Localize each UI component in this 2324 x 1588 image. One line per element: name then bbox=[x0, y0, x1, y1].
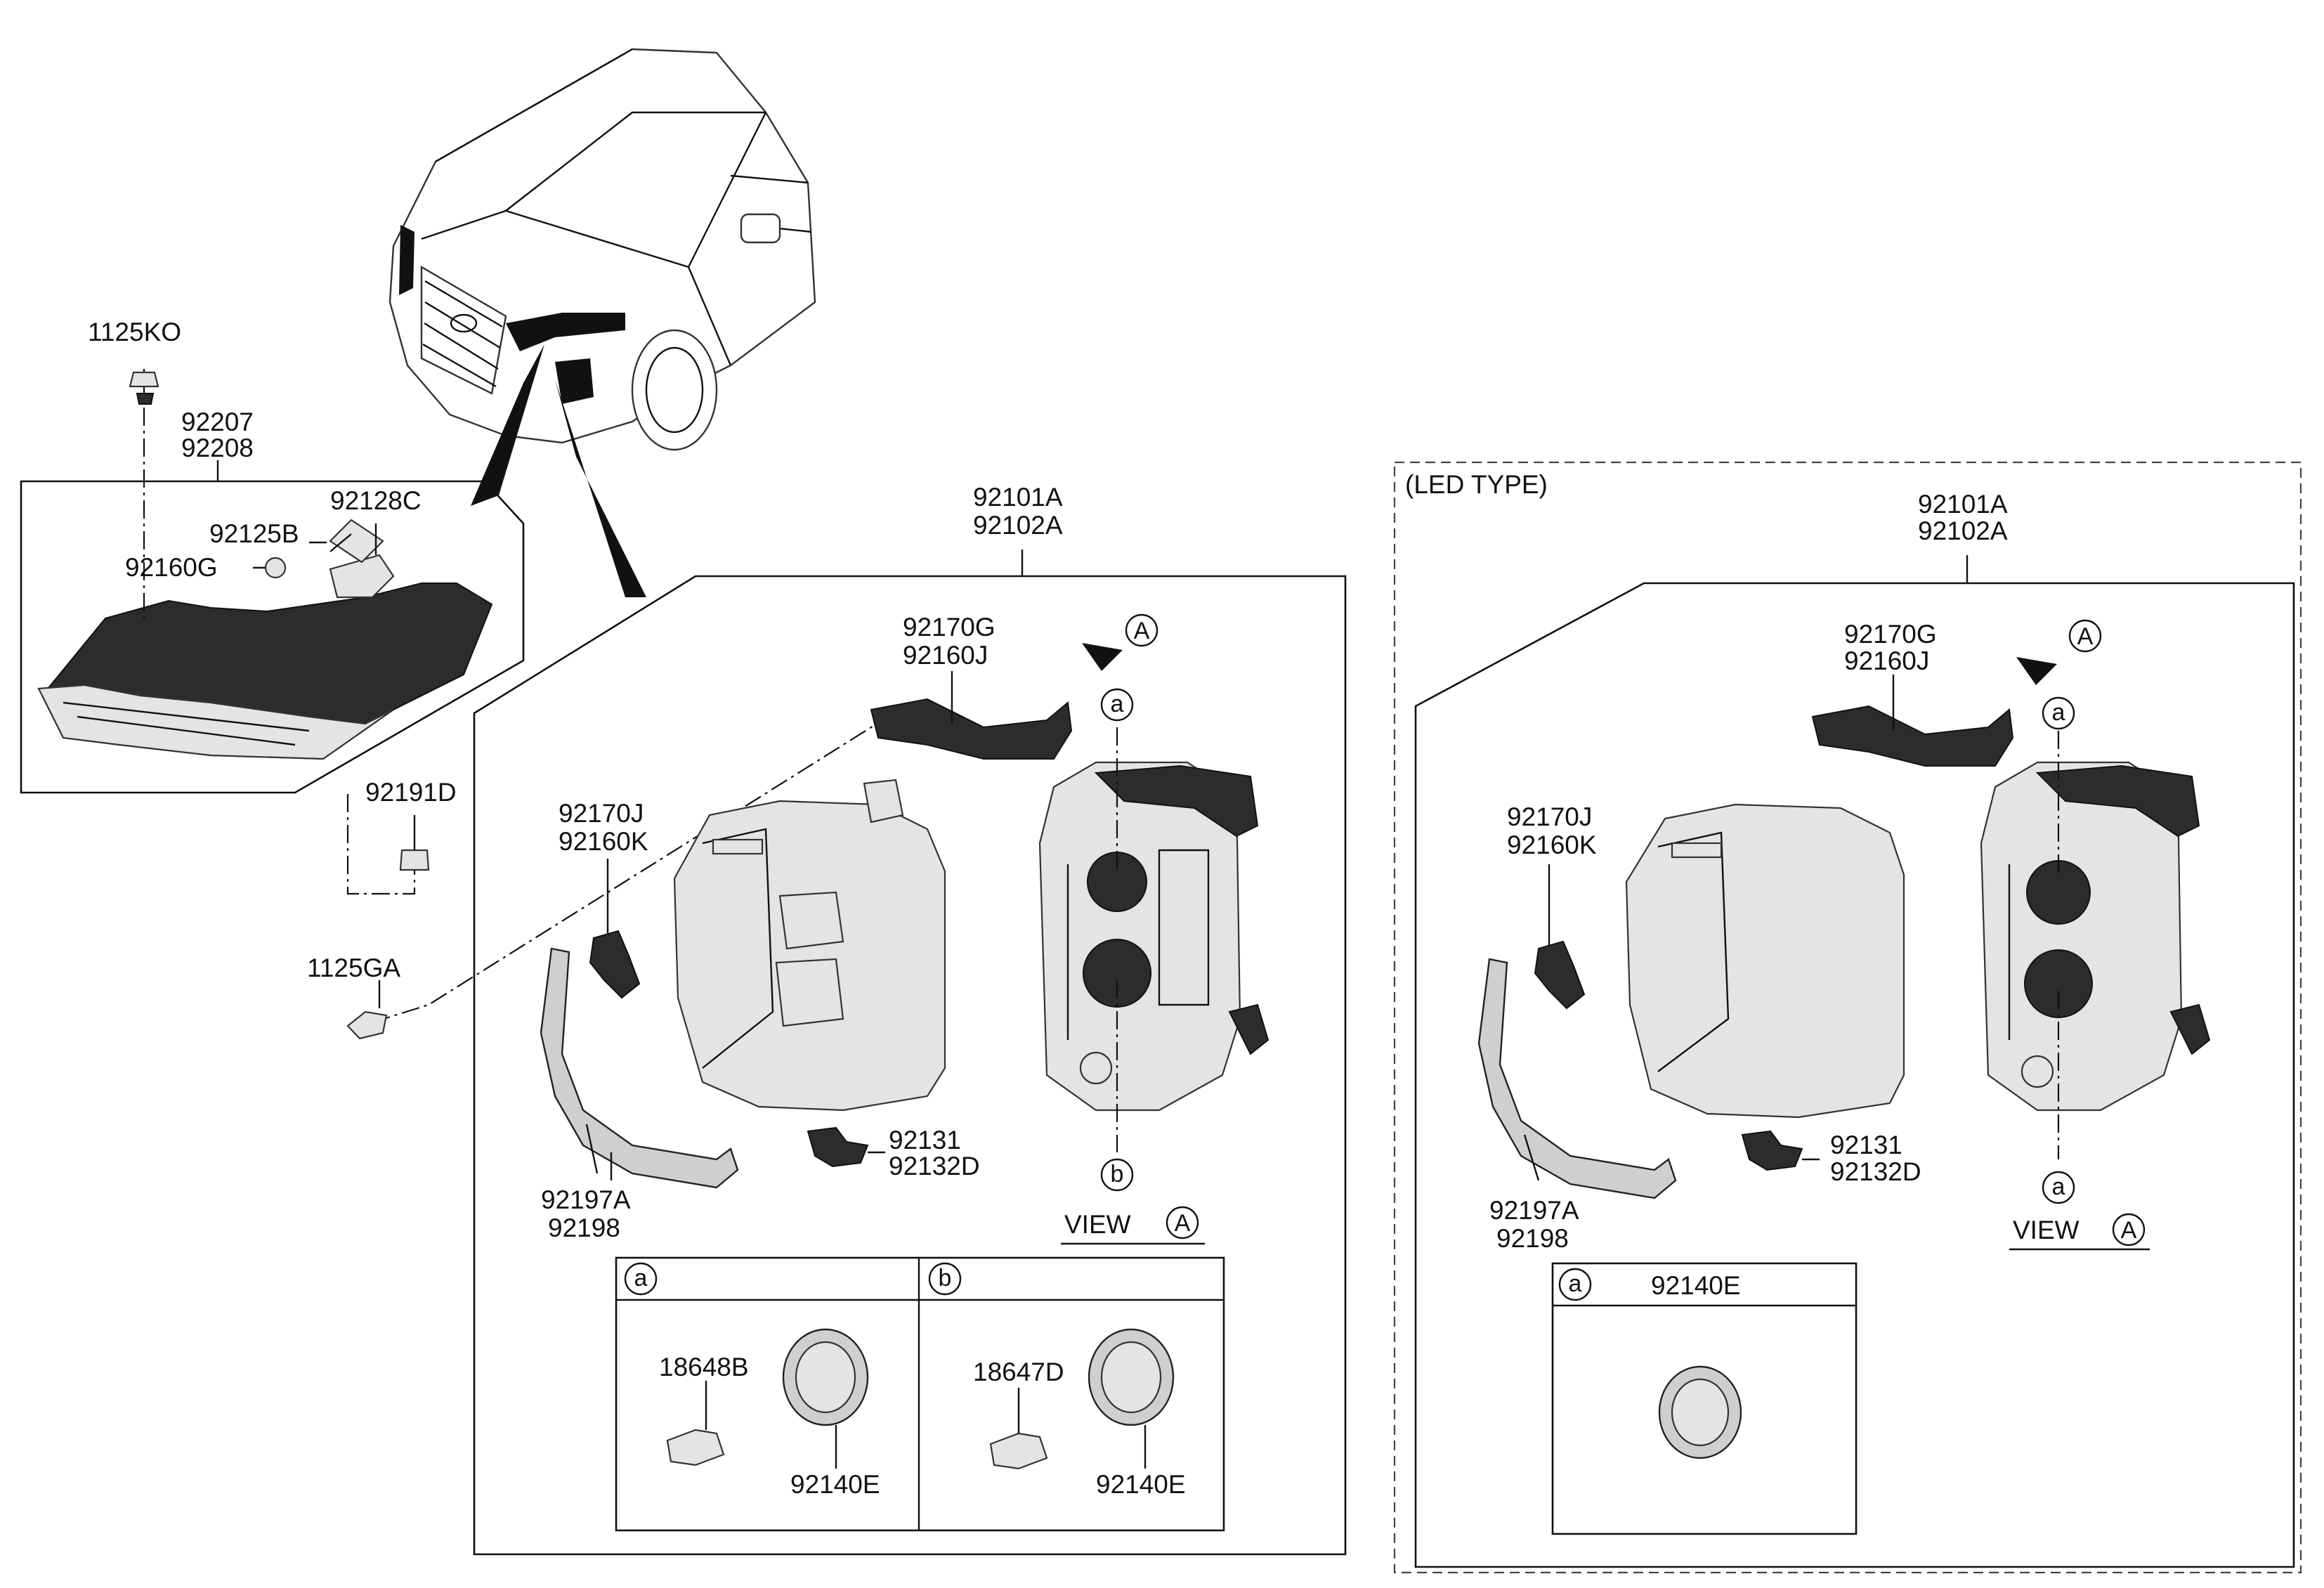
led-ref-a-top: a bbox=[2052, 699, 2065, 726]
label-92191d: 92191D bbox=[365, 778, 457, 807]
led-label-92101a: 92101A bbox=[1918, 490, 2008, 519]
label-92170j: 92170J bbox=[559, 799, 644, 828]
led-type-section: (LED TYPE) bbox=[1393, 461, 2302, 1574]
label-92197a: 92197A bbox=[541, 1185, 631, 1214]
led-label-92160j: 92160J bbox=[1844, 646, 1929, 675]
label-92160g: 92160G bbox=[125, 553, 218, 582]
led-cap-ref: a bbox=[1569, 1270, 1582, 1297]
led-label-92198: 92198 bbox=[1496, 1224, 1569, 1253]
label-view: VIEW bbox=[1064, 1210, 1131, 1239]
led-label-92140e: 92140E bbox=[1651, 1271, 1741, 1300]
led-cap-table: a 92140E bbox=[1551, 1262, 1858, 1535]
label-18647d: 18647D bbox=[973, 1358, 1064, 1386]
vehicle-illustration bbox=[389, 48, 816, 597]
led-view-ref-a-arrow: A bbox=[2077, 623, 2094, 650]
led-label-92170j: 92170J bbox=[1507, 802, 1592, 831]
label-92160j: 92160J bbox=[903, 641, 988, 670]
halogen-assembly-box bbox=[473, 549, 1347, 1556]
led-label-92197a: 92197A bbox=[1489, 1196, 1579, 1225]
led-view-ref-a: A bbox=[2121, 1217, 2137, 1244]
led-label-92132d: 92132D bbox=[1830, 1157, 1921, 1186]
halogen-bulb-table: a b 18648B 18647D 92140E 92140E bbox=[615, 1256, 1225, 1532]
label-92101a: 92101A bbox=[973, 483, 1063, 512]
ref-a-halogen: a bbox=[1111, 691, 1124, 717]
label-92208: 92208 bbox=[181, 434, 254, 462]
drl-lamp-box bbox=[20, 480, 525, 794]
label-92207: 92207 bbox=[181, 408, 254, 436]
label-92170g: 92170G bbox=[903, 613, 995, 642]
label-1125ga: 1125GA bbox=[307, 954, 400, 982]
led-label-view: VIEW bbox=[2013, 1216, 2080, 1244]
led-labels: 92101A 92102A 92170G 92160J 92170J 92160… bbox=[1489, 490, 2150, 1253]
label-92102a: 92102A bbox=[973, 511, 1063, 540]
led-section-title: (LED TYPE) bbox=[1405, 470, 1548, 499]
label-92132d: 92132D bbox=[889, 1152, 980, 1180]
halogen-labels: 92101A 92102A 92170G 92160J 92170J 92160… bbox=[541, 483, 1205, 1245]
label-92198: 92198 bbox=[548, 1213, 620, 1242]
led-ref-a-bottom: a bbox=[2052, 1173, 2065, 1200]
led-label-92170g: 92170G bbox=[1844, 620, 1937, 649]
label-18648b: 18648B bbox=[659, 1353, 749, 1381]
label-1125ko: 1125KO bbox=[88, 318, 181, 346]
label-92131: 92131 bbox=[889, 1126, 961, 1154]
drl-leader-lines bbox=[129, 369, 900, 1040]
view-ref-a-arrow: A bbox=[1134, 618, 1150, 644]
label-92128c: 92128C bbox=[330, 486, 422, 515]
led-label-92131: 92131 bbox=[1830, 1131, 1902, 1159]
label-92140e-a: 92140E bbox=[790, 1470, 880, 1499]
bulb-col-a-ref: a bbox=[634, 1265, 648, 1291]
view-ref-a: A bbox=[1175, 1210, 1191, 1237]
label-92160k: 92160K bbox=[559, 827, 648, 856]
label-92140e-b: 92140E bbox=[1096, 1470, 1186, 1499]
bulb-col-b-ref: b bbox=[939, 1265, 952, 1291]
led-label-92160k: 92160K bbox=[1507, 831, 1597, 859]
drl-labels: 1125KO 92207 92208 92128C 92125B 92160G … bbox=[88, 318, 457, 982]
ref-b-halogen: b bbox=[1111, 1161, 1124, 1187]
label-92125b: 92125B bbox=[209, 519, 299, 548]
led-label-92102a: 92102A bbox=[1918, 516, 2008, 545]
